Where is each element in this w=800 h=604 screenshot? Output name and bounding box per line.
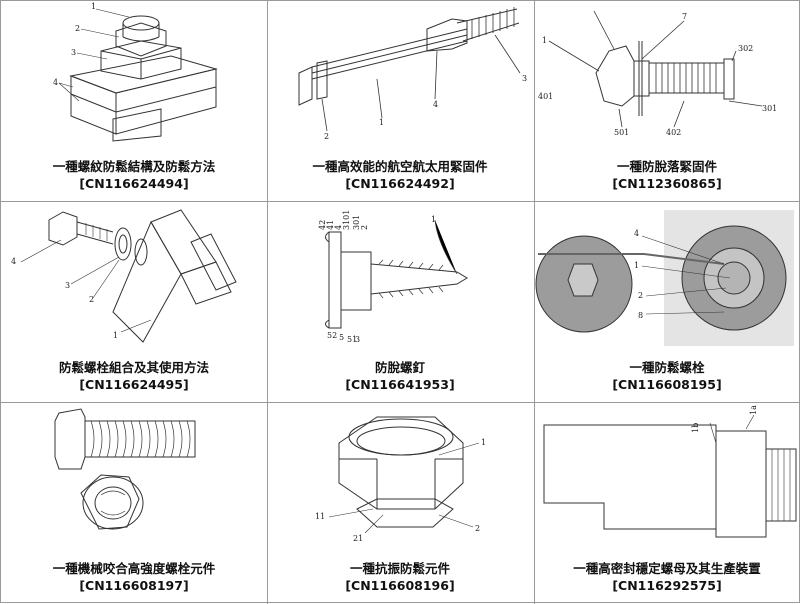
hex-nut-block-drawing: 1 2 3 4 — [1, 1, 267, 145]
figure-label: 3 — [71, 48, 76, 57]
patent-title: 一種螺紋防鬆結構及防鬆方法 — [1, 158, 267, 176]
patent-drawing — [1, 403, 267, 547]
aerospace-fastener-drawing: 2 1 4 3 — [267, 1, 533, 145]
figure-label: 2 — [475, 524, 480, 533]
figure-label: 1 — [634, 261, 639, 270]
figure-label: 3 — [522, 74, 527, 83]
figure-label: 1 — [113, 331, 118, 340]
patent-card[interactable]: 4 3 2 1 防鬆螺栓組合及其使用方法 [CN116624495] — [1, 202, 267, 403]
patent-caption: 一種高效能的航空航太用緊固件 [CN116624492] — [267, 145, 533, 201]
figure-label: 2 — [638, 291, 643, 300]
patent-card[interactable]: 4 1 2 8 一種防鬆螺栓 [CN116608195] — [534, 202, 800, 403]
bottom-labels: 52 5 51 3 — [327, 331, 360, 344]
figure-label: 8 — [638, 311, 643, 320]
patent-drawing: 1 11 21 2 — [267, 403, 533, 547]
patent-card[interactable]: 1 11 21 2 一種抗振防鬆元件 [CN116608196] — [267, 403, 533, 604]
figure-label: 1b — [691, 423, 700, 433]
figure-label: 4 — [11, 257, 16, 266]
patent-number[interactable]: [CN116608196] — [267, 578, 533, 594]
anti-drop-fastener-drawing: 1 7 401 501 402 301 302 — [534, 1, 800, 145]
patent-card[interactable]: 1 2 3 4 一種螺紋防鬆結構及防鬆方法 [CN116624494] — [1, 1, 267, 202]
patent-number[interactable]: [CN116624495] — [1, 377, 267, 393]
patent-caption: 一種抗振防鬆元件 [CN116608196] — [267, 547, 533, 603]
patent-title: 防鬆螺栓組合及其使用方法 — [1, 359, 267, 377]
patent-title: 一種高密封穩定螺母及其生產裝置 — [534, 560, 800, 578]
patent-caption: 一種防鬆螺栓 [CN116608195] — [534, 346, 800, 402]
top-labels: 42 41 4 3101 301 2 1 — [318, 210, 436, 230]
patent-drawing: 4 3 2 1 — [1, 202, 267, 346]
patent-number[interactable]: [CN112360865] — [534, 176, 800, 192]
figure-label: 2 — [75, 24, 80, 33]
patent-title: 防脫螺釘 — [267, 359, 533, 377]
figure-label: 3101 — [342, 210, 351, 230]
patent-caption: 一種螺紋防鬆結構及防鬆方法 [CN116624494] — [1, 145, 267, 201]
figure-label: 301 — [762, 104, 777, 113]
patent-title: 一種抗振防鬆元件 — [267, 560, 533, 578]
patent-card[interactable]: 一種機械咬合高強度螺栓元件 [CN116608197] — [1, 403, 267, 604]
patent-caption: 一種防脫落緊固件 [CN112360865] — [534, 145, 800, 201]
figure-label: 1 — [379, 118, 384, 127]
patent-number[interactable]: [CN116608195] — [534, 377, 800, 393]
patent-title: 一種高效能的航空航太用緊固件 — [267, 158, 533, 176]
patent-number[interactable]: [CN116624492] — [267, 176, 533, 192]
figure-label: 1 — [431, 215, 436, 224]
patent-title: 一種防脫落緊固件 — [534, 158, 800, 176]
patent-drawing: 1 2 3 4 — [1, 1, 267, 145]
patent-number[interactable]: [CN116608197] — [1, 578, 267, 594]
patent-card[interactable]: 1 7 401 501 402 301 302 一種防脫落緊固件 [CN1123… — [534, 1, 800, 202]
patent-card[interactable]: 2 1 4 3 一種高效能的航空航太用緊固件 [CN116624492] — [267, 1, 533, 202]
patent-drawing: 4 1 2 8 — [534, 202, 800, 346]
patent-title: 一種機械咬合高強度螺栓元件 — [1, 560, 267, 578]
figure-label: 4 — [634, 229, 639, 238]
anti-loose-bolt-drawing: 4 1 2 8 — [534, 202, 800, 346]
figure-label: 4 — [433, 100, 438, 109]
figure-label: 1 — [91, 2, 96, 11]
patent-drawing: 2 1 4 3 — [267, 1, 533, 145]
figure-label: 5 — [339, 333, 344, 342]
figure-label: 401 — [538, 92, 553, 101]
patent-number[interactable]: [CN116292575] — [534, 578, 800, 594]
figure-label: 4 — [53, 78, 58, 87]
patent-number[interactable]: [CN116624494] — [1, 176, 267, 192]
patent-drawing: 42 41 4 3101 301 2 1 52 5 51 3 — [267, 202, 533, 346]
sealing-nut-drawing: 1b 1a — [534, 403, 800, 547]
figure-label: 2 — [324, 132, 329, 141]
figure-label: 1a — [749, 405, 758, 415]
figure-label: 2 — [89, 295, 94, 304]
bolt-assembly-drawing: 4 3 2 1 — [1, 202, 267, 346]
patent-card[interactable]: 42 41 4 3101 301 2 1 52 5 51 3 防脫螺釘 [CN1… — [267, 202, 533, 403]
patent-caption: 防脫螺釘 [CN116641953] — [267, 346, 533, 402]
high-strength-bolt-drawing — [1, 403, 267, 547]
figure-label: 402 — [666, 128, 681, 137]
patent-drawing: 1 7 401 501 402 301 302 — [534, 1, 800, 145]
figure-label: 52 — [327, 331, 337, 340]
figure-label: 3 — [355, 335, 360, 344]
patent-caption: 防鬆螺栓組合及其使用方法 [CN116624495] — [1, 346, 267, 402]
patent-caption: 一種高密封穩定螺母及其生產裝置 [CN116292575] — [534, 547, 800, 603]
figure-label: 7 — [682, 12, 687, 21]
anti-vibration-nut-drawing: 1 11 21 2 — [267, 403, 533, 547]
figure-label: 302 — [738, 44, 753, 53]
figure-label: 3 — [65, 281, 70, 290]
figure-label: 1 — [542, 36, 547, 45]
figure-label: 501 — [614, 128, 629, 137]
figure-label: 21 — [353, 534, 363, 543]
figure-label: 11 — [315, 512, 325, 521]
figure-label: 1 — [481, 438, 486, 447]
figure-label: 2 — [360, 225, 369, 230]
patent-caption: 一種機械咬合高強度螺栓元件 [CN116608197] — [1, 547, 267, 603]
patent-card[interactable]: 1b 1a 一種高密封穩定螺母及其生產裝置 [CN116292575] — [534, 403, 800, 604]
patent-number[interactable]: [CN116641953] — [267, 377, 533, 393]
anti-drop-screw-drawing: 42 41 4 3101 301 2 1 52 5 51 3 — [267, 202, 533, 346]
patent-drawing: 1b 1a — [534, 403, 800, 547]
patent-title: 一種防鬆螺栓 — [534, 359, 800, 377]
